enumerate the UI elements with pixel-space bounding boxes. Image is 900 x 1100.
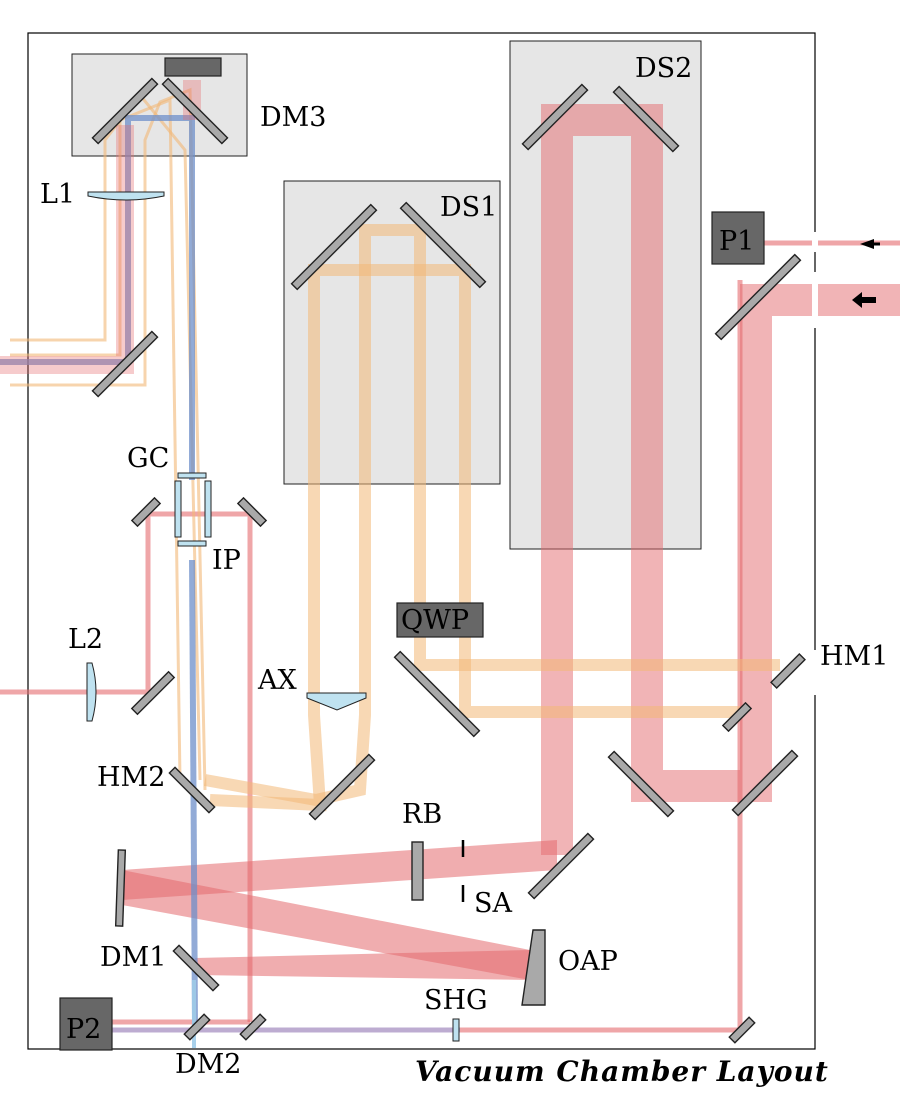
ds1-mirror-right <box>399 201 487 289</box>
diagram-title: Vacuum Chamber Layout <box>415 1055 829 1088</box>
label-hm1: HM1 <box>820 641 888 672</box>
ds2-mirror-right <box>612 85 680 153</box>
shg-return-mirror <box>728 1016 756 1044</box>
l1-lens <box>87 191 165 201</box>
l2-lens <box>86 662 97 722</box>
sa-mirror <box>527 832 595 900</box>
qwp-mirror <box>393 650 481 738</box>
label-ax: AX <box>257 665 297 696</box>
focus-mirror-left <box>114 849 127 927</box>
dm1-mirror <box>172 944 220 992</box>
l2-mirror <box>130 670 176 716</box>
label-ds1: DS1 <box>440 192 497 223</box>
dm3-mirror-right <box>161 77 229 145</box>
input-mirror <box>714 253 802 341</box>
dm2-mirror <box>183 1013 211 1041</box>
p2-box <box>59 997 113 1051</box>
label-shg: SHG <box>424 985 488 1016</box>
label-gc: GC <box>127 443 169 474</box>
label-ip: IP <box>212 545 241 576</box>
label-l2: L2 <box>68 624 103 655</box>
label-dm3: DM3 <box>260 102 326 133</box>
optics <box>59 57 880 1051</box>
input-left-mirror <box>91 330 159 398</box>
gc-gas-cell <box>174 472 212 547</box>
ax-bottom-mirror <box>308 753 376 821</box>
ds2-mirror-left <box>521 83 589 151</box>
label-ds2: DS2 <box>635 53 692 84</box>
ds1-mirror-left <box>290 203 378 291</box>
label-sa: SA <box>474 888 512 919</box>
label-qwp: QWP <box>401 605 469 636</box>
red-focus-beam <box>122 840 557 980</box>
ds2-return-mirror-left <box>607 750 675 818</box>
labels: DM3 DS2 DS1 L1 P1 GC IP QWP L2 HM1 AX HM… <box>40 53 888 1088</box>
label-p1: P1 <box>719 226 754 257</box>
hm1-mirror-bottom <box>721 701 753 733</box>
label-dm1: DM1 <box>100 942 166 973</box>
hm2-mirror <box>168 766 216 814</box>
dm3-dark-block <box>164 57 222 77</box>
rb-plate <box>411 841 424 901</box>
dm3-mirror-left <box>91 77 159 145</box>
pump-input-arrow <box>852 292 862 308</box>
hm1-mirror-top <box>770 653 806 689</box>
gc-mirror-left <box>130 496 162 528</box>
p1-box <box>711 211 765 265</box>
shg-crystal <box>452 1018 460 1042</box>
label-dm2: DM2 <box>175 1049 241 1080</box>
ax-lens <box>306 692 367 711</box>
dm2-side-mirror <box>239 1013 267 1041</box>
label-oap: OAP <box>558 946 618 977</box>
gc-mirror-right <box>236 496 268 528</box>
qwp-box <box>396 602 484 638</box>
label-rb: RB <box>402 799 442 830</box>
probe-input-arrow <box>860 239 874 249</box>
label-hm2: HM2 <box>97 762 165 793</box>
oap-mirror <box>521 929 546 1006</box>
ds2-return-mirror-right <box>731 749 799 817</box>
label-p2: P2 <box>66 1014 101 1045</box>
label-l1: L1 <box>40 179 75 210</box>
